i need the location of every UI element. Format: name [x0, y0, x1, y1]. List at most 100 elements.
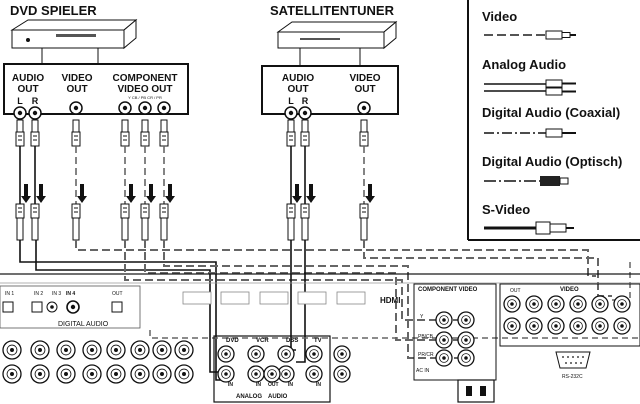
- digital-in3-label: IN 3: [52, 291, 61, 297]
- video-jack-bottom-1: [525, 317, 543, 335]
- component-jack-b-1: [457, 331, 475, 349]
- cables: [15, 119, 375, 241]
- component-pb-label: PB/CB: [418, 334, 434, 340]
- input-jack-bottom-3: [305, 365, 323, 383]
- dss-in-label: IN: [288, 382, 293, 388]
- video-jack-top-0: [503, 295, 521, 313]
- digital-audio-label: DIGITAL AUDIO: [58, 321, 109, 328]
- vcr-out-jack: [263, 365, 281, 383]
- legend-digital-optical-line: [484, 176, 569, 186]
- dvd-component-sub-label: Y CB / PB CR / PR: [128, 95, 162, 100]
- analog-jack-r0-c2: [56, 340, 76, 360]
- legend-label-video: Video: [482, 9, 517, 24]
- cable-plug-sat-audio-r: [300, 119, 316, 241]
- analog-jack-r0-c6: [152, 340, 172, 360]
- analog-jack-r0-c5: [130, 340, 150, 360]
- analog-jack-grid: [2, 340, 351, 384]
- satellite-output-panel: [261, 65, 399, 115]
- satellite-tuner: SATELLITENTUNER AUDIO OUT L R VIDEO OUT: [261, 3, 399, 120]
- digital-in1-label: IN 1: [5, 291, 14, 297]
- input-label-vcr: VCR: [256, 338, 269, 344]
- cable-sat-audio-l: [290, 240, 296, 351]
- dvd-player: DVD SPIELER AUDIO OUT L R VIDEO OUT COMP…: [3, 3, 189, 120]
- input-jack-top-3: [305, 345, 323, 363]
- input-jack-top-0: [217, 345, 235, 363]
- analog-jack-r1-c6: [152, 364, 172, 384]
- dvd-video-out-label-2: OUT: [66, 84, 87, 95]
- sat-audio-out-label-2: OUT: [287, 84, 308, 95]
- digital-out-label: OUT: [112, 291, 123, 297]
- video-jack-top-1: [525, 295, 543, 313]
- hdmi-logo: HDMI: [380, 296, 400, 305]
- rs232-port: RS-232C: [555, 351, 591, 380]
- legend-digital-coaxial-line: [484, 128, 576, 138]
- cable-plug-dvd-component-pb: [140, 119, 156, 241]
- sat-audio-out-label-1: AUDIO: [282, 73, 314, 84]
- dvd-audio-out-label-1: AUDIO: [12, 73, 44, 84]
- component-pr-label: PR/CR: [418, 352, 434, 358]
- cable-plug-dvd-video: [71, 119, 87, 241]
- cable-plug-dvd-audio-r: [30, 119, 46, 241]
- cable-dvd-audio-l: [19, 240, 222, 381]
- analog-jack-r0-c1: [30, 340, 50, 360]
- input-jack-bottom-2: [277, 365, 295, 383]
- video-section-label: VIDEO: [560, 287, 579, 293]
- video-jack-top-5: [613, 295, 631, 313]
- component-video-label: COMPONENT VIDEO: [418, 287, 478, 293]
- component-jack-b-0: [457, 311, 475, 329]
- component-video-section: COMPONENT VIDEO Y PB/CB PR/CR AC IN: [413, 283, 497, 381]
- analog-jack-r1-c3: [82, 364, 102, 384]
- dvd-right-label: R: [32, 96, 39, 106]
- input-label-dvd: DVD: [226, 338, 239, 344]
- dvd-component-label-1: COMPONENT: [113, 73, 178, 84]
- analog-jack-r0-c0: [2, 340, 22, 360]
- receiver-back-panel: IN 1 IN 2 IN 3 IN 4 OUT DIGITAL AUDIO HD…: [0, 273, 640, 403]
- cable-dvd-video: [75, 240, 596, 277]
- rs232-label: RS-232C: [562, 374, 583, 380]
- legend-s-video-line: [484, 221, 574, 235]
- input-jack-bottom-0: [217, 365, 235, 383]
- analog-jack-r0-c3: [82, 340, 102, 360]
- analog-jack-r1-c1: [30, 364, 50, 384]
- analog-jack-r1-c2: [56, 364, 76, 384]
- cable-dvd-component-pr: [163, 240, 465, 359]
- sat-right-label: R: [302, 96, 309, 106]
- dvd-jack-component-y: [118, 101, 132, 115]
- sat-jack-video: [357, 101, 371, 115]
- cable-dvd-audio-r: [35, 240, 228, 373]
- dvd-jack-component-pr: [157, 101, 171, 115]
- cable-dvd-component-pb: [144, 240, 465, 341]
- dvd-left-label: L: [17, 96, 23, 106]
- vcr-out-label: OUT: [268, 382, 279, 388]
- dvd-jack-video: [69, 101, 83, 115]
- dvd-output-panel: [3, 63, 189, 115]
- video-jack-grid: [503, 295, 631, 335]
- dvd-player-title: DVD SPIELER: [10, 3, 97, 18]
- analog-jack-r1-c0: [2, 364, 22, 384]
- cable-plug-sat-video: [359, 119, 375, 241]
- video-jack-top-4: [591, 295, 609, 313]
- cable-plug-sat-audio-l: [286, 119, 302, 241]
- ac-inlet: [457, 379, 495, 403]
- dvd-jack-component-pb: [138, 101, 152, 115]
- hdmi-section: [182, 291, 366, 305]
- input-label-dss: DSS: [286, 338, 298, 344]
- tv-in-label: IN: [316, 382, 321, 388]
- analog-jack-r1-c4: [106, 364, 126, 384]
- legend-label-digital-coaxial: Digital Audio (Coaxial): [482, 105, 620, 120]
- sat-video-out-label-1: VIDEO: [349, 73, 380, 84]
- aux-jack-bottom: [333, 365, 351, 383]
- audio-input-group: [213, 335, 331, 403]
- legend-label-s-video: S-Video: [482, 202, 530, 217]
- legend-video-line: [484, 30, 576, 40]
- sat-jack-audio-l: [284, 106, 298, 120]
- video-jack-top-2: [547, 295, 565, 313]
- component-jack-b-2: [457, 349, 475, 367]
- legend-panel: Video Analog Audio Digital Audio (Coaxia…: [467, 0, 640, 241]
- dvd-component-label-2: VIDEO OUT: [117, 84, 172, 95]
- dvd-in-label: IN: [228, 382, 233, 388]
- cable-dvd-component-y: [124, 240, 465, 321]
- component-jack-a-0: [435, 311, 453, 329]
